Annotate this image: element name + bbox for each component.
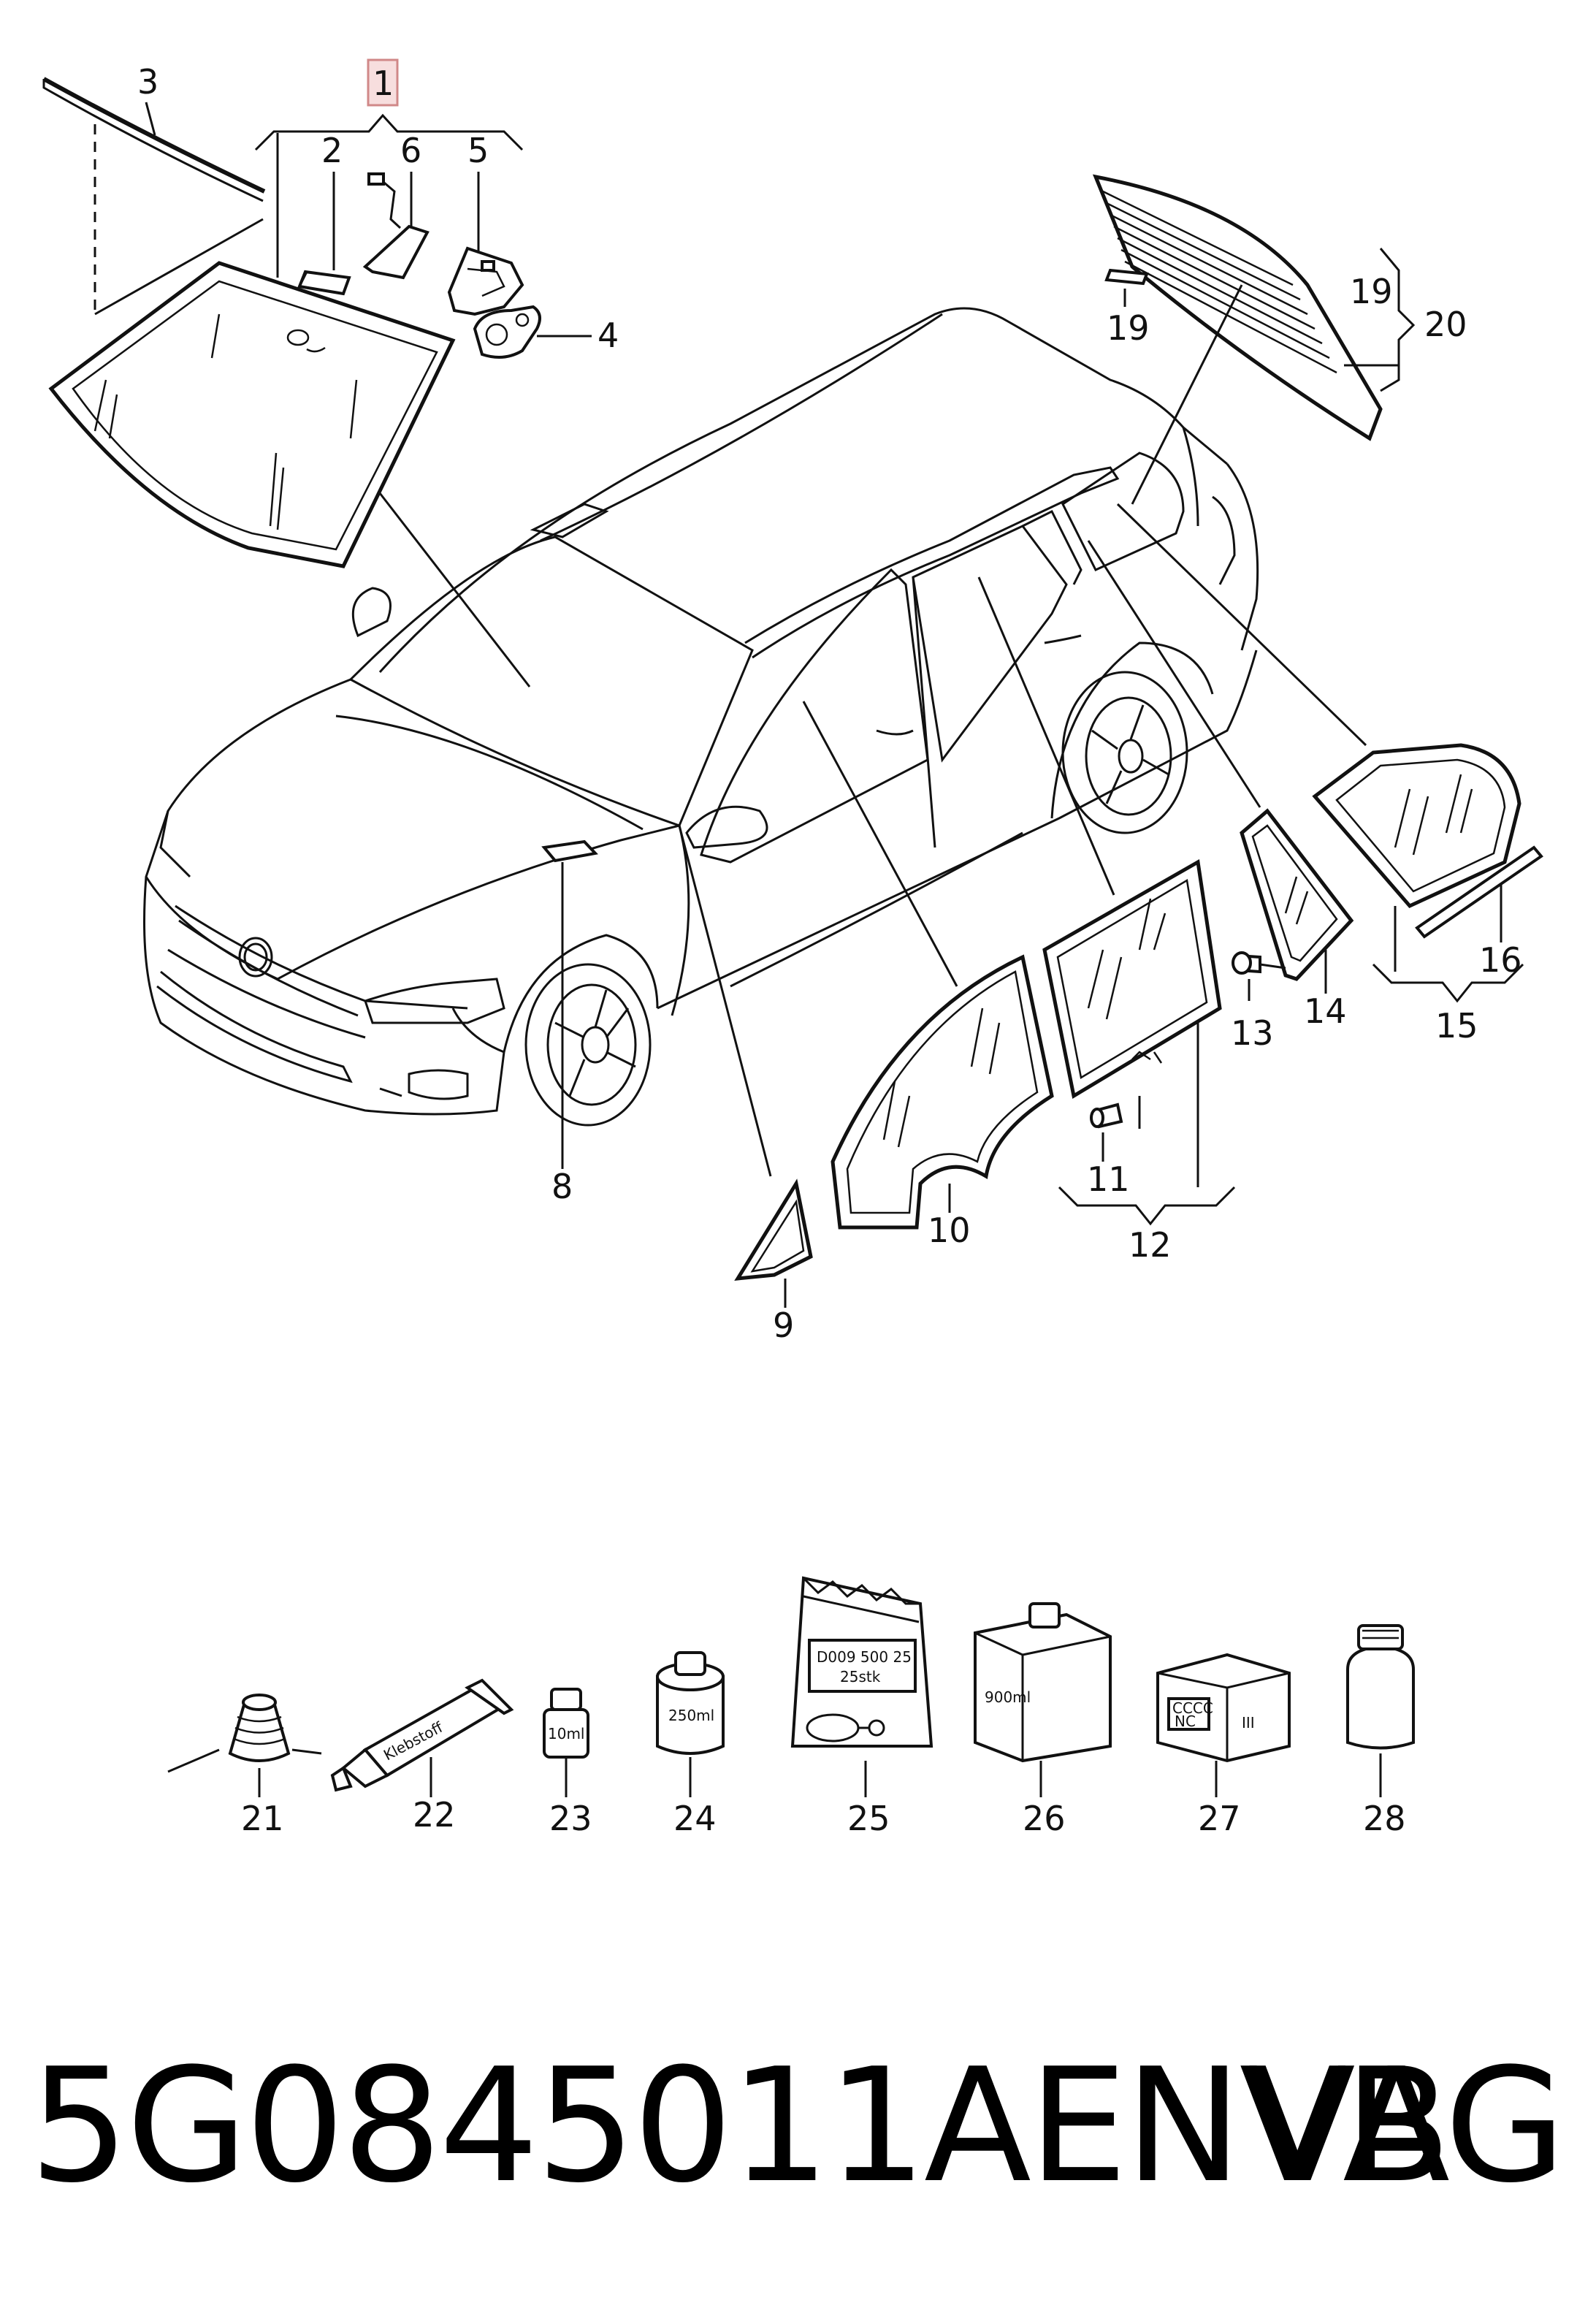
part-6-bracket bbox=[362, 224, 429, 280]
callout-25: 25 bbox=[847, 1799, 890, 1838]
callout-1-highlight bbox=[367, 58, 399, 107]
callout-28: 28 bbox=[1363, 1799, 1406, 1838]
svg-text:III: III bbox=[1242, 1714, 1255, 1732]
callout-2: 2 bbox=[321, 131, 343, 170]
svg-text:NC: NC bbox=[1175, 1713, 1196, 1730]
part-12-rear-door-glass bbox=[1042, 859, 1222, 1099]
part-23-small-bottle: 10ml bbox=[543, 1688, 589, 1759]
callout-3: 3 bbox=[137, 62, 159, 102]
part-14-quarter-glass bbox=[1240, 808, 1354, 981]
part-10-front-door-glass bbox=[831, 954, 1054, 1230]
part-5-housing bbox=[447, 246, 524, 316]
callout-5: 5 bbox=[467, 131, 489, 170]
trim-strip-3 bbox=[42, 77, 266, 194]
part-21-seal-coil bbox=[167, 1694, 322, 1773]
callout-10: 10 bbox=[928, 1211, 971, 1250]
callout-21: 21 bbox=[241, 1799, 284, 1838]
part-19-pad bbox=[1104, 268, 1149, 286]
callout-22: 22 bbox=[413, 1795, 456, 1835]
part-22-adhesive-tube: Klebstoff bbox=[330, 1678, 514, 1792]
callout-6: 6 bbox=[400, 131, 421, 170]
part-28-bottle bbox=[1346, 1624, 1415, 1750]
callout-20: 20 bbox=[1424, 305, 1467, 344]
callout-15: 15 bbox=[1435, 1006, 1478, 1045]
callout-26: 26 bbox=[1023, 1799, 1066, 1838]
callout-16: 16 bbox=[1479, 940, 1522, 980]
callout-4: 4 bbox=[597, 316, 619, 355]
callout-1: 1 bbox=[373, 64, 394, 103]
brand-label: VAG bbox=[1248, 2034, 1566, 2217]
windshield-glass bbox=[48, 261, 456, 568]
svg-text:900ml: 900ml bbox=[985, 1688, 1031, 1706]
callout-11: 11 bbox=[1087, 1159, 1130, 1199]
bracket-15 bbox=[1372, 963, 1524, 1003]
callout-14: 14 bbox=[1304, 991, 1347, 1031]
bracket-20 bbox=[1379, 248, 1416, 392]
svg-text:25stk: 25stk bbox=[840, 1668, 881, 1685]
callout-12: 12 bbox=[1129, 1225, 1172, 1265]
callout-19a: 19 bbox=[1107, 308, 1150, 348]
part-25-parts-bag: D009 500 25 25stk bbox=[790, 1576, 933, 1748]
part-16-seal-strip bbox=[1415, 845, 1543, 939]
part-27-box: CCCC NC III bbox=[1156, 1653, 1291, 1763]
svg-text:D009 500 25: D009 500 25 bbox=[817, 1648, 912, 1666]
svg-text:10ml: 10ml bbox=[548, 1725, 585, 1742]
part-26-canister: 900ml bbox=[974, 1602, 1112, 1763]
part-number: 5G0845011AENVB bbox=[29, 2034, 1451, 2217]
callout-27: 27 bbox=[1198, 1799, 1241, 1838]
callout-19b: 19 bbox=[1350, 272, 1393, 311]
part-24-can: 250ml bbox=[656, 1651, 725, 1755]
rear-window-glass bbox=[1092, 174, 1383, 441]
bracket-12 bbox=[1058, 1186, 1236, 1226]
svg-text:250ml: 250ml bbox=[668, 1707, 714, 1724]
bracket-1 bbox=[254, 113, 524, 151]
svg-text:CCCC: CCCC bbox=[1172, 1699, 1213, 1717]
callout-8: 8 bbox=[551, 1167, 573, 1206]
part-number-footer: 5G0845011AENVB VAG bbox=[29, 2038, 1578, 2214]
callout-23: 23 bbox=[549, 1799, 592, 1838]
car-body bbox=[143, 307, 1259, 1127]
callout-13: 13 bbox=[1231, 1013, 1274, 1053]
callout-24: 24 bbox=[673, 1799, 717, 1838]
callout-9: 9 bbox=[773, 1306, 794, 1345]
